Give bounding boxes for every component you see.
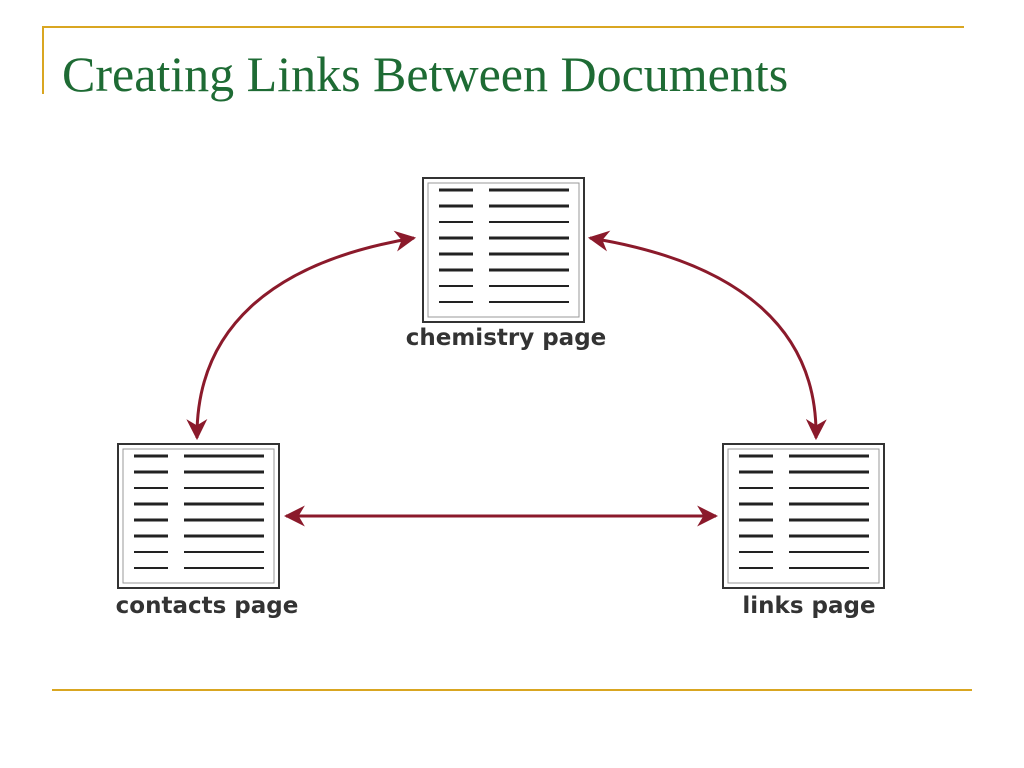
left-accent-line — [42, 26, 44, 94]
document-inner-border — [727, 448, 880, 584]
document-icon — [422, 177, 585, 323]
node-contacts: contacts page — [116, 443, 299, 619]
document-frame — [422, 177, 585, 323]
edge-chemistry-links — [587, 230, 827, 441]
node-label-links: links page — [742, 593, 875, 619]
node-chemistry: chemistry page — [406, 177, 607, 351]
document-inner-border — [122, 448, 275, 584]
edge-chemistry-contacts — [186, 230, 417, 441]
document-frame — [117, 443, 280, 589]
bottom-accent-line — [52, 689, 972, 691]
document-icon — [722, 443, 885, 589]
node-label-chemistry: chemistry page — [406, 325, 607, 351]
top-accent-line — [42, 26, 964, 28]
document-frame — [722, 443, 885, 589]
node-label-contacts: contacts page — [116, 593, 299, 619]
document-inner-border — [427, 182, 580, 318]
slide-title: Creating Links Between Documents — [62, 46, 789, 102]
node-links: links page — [722, 443, 885, 619]
document-icon — [117, 443, 280, 589]
